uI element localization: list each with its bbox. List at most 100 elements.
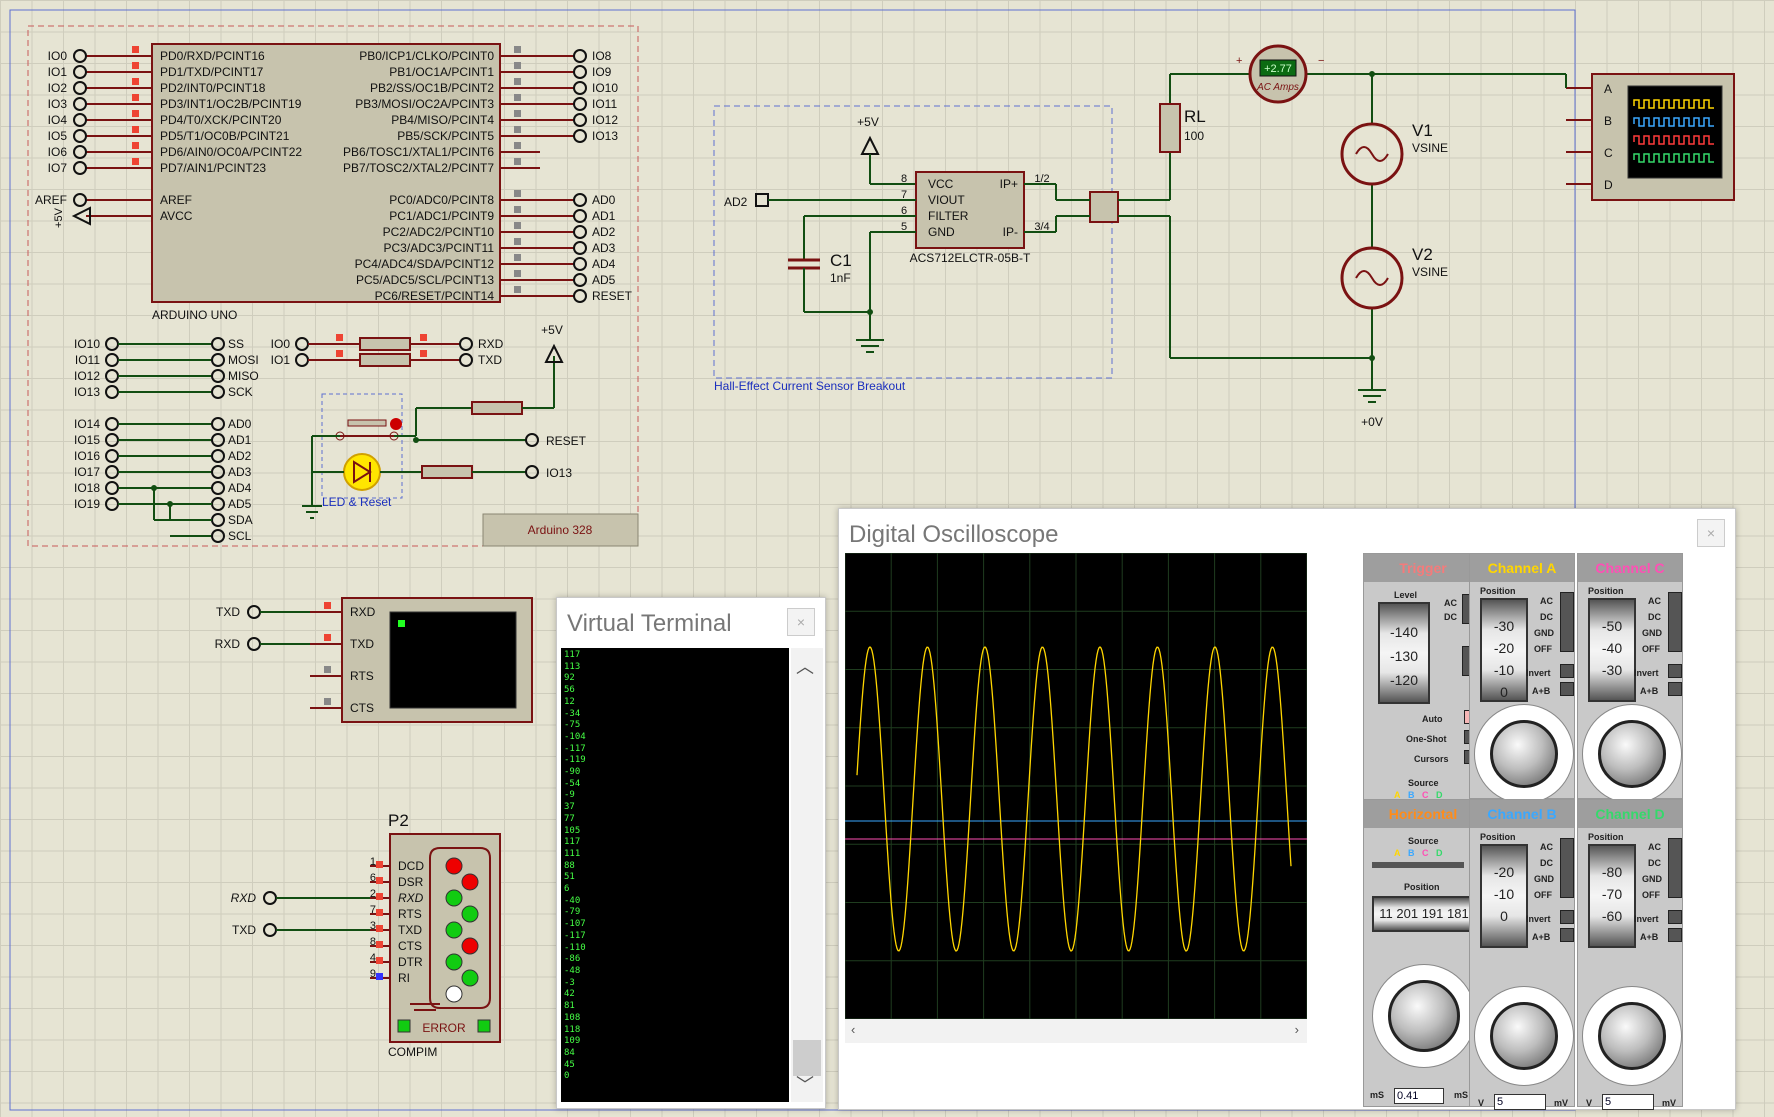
horizontal-timebase-value: 0.41 bbox=[1394, 1088, 1444, 1104]
arduino-left-pin-marker bbox=[132, 158, 139, 165]
sensor-pin-number: 6 bbox=[901, 205, 907, 217]
compim-name: P2 bbox=[388, 811, 409, 830]
channel-b-aplusb-label: A+B bbox=[1532, 932, 1551, 942]
terminal-line: 42 bbox=[564, 989, 575, 1000]
oscilloscope-display[interactable] bbox=[844, 552, 1308, 1020]
horizontal-source-slider[interactable] bbox=[1372, 862, 1464, 868]
scroll-up-icon[interactable]: ︿ bbox=[796, 657, 814, 677]
oscilloscope-symbol-trace bbox=[1633, 153, 1714, 163]
compim-pin-number: 7 bbox=[370, 904, 376, 916]
channel-c-title: Channel C bbox=[1578, 554, 1682, 582]
horizontal-timebase-knob[interactable] bbox=[1388, 980, 1460, 1052]
channel-a-aplusb-button[interactable] bbox=[1560, 682, 1574, 696]
channel-a-coupling-switch[interactable] bbox=[1560, 592, 1574, 652]
terminal-cursor bbox=[398, 620, 405, 627]
oscilloscope-hscrollbar[interactable]: ‹ › bbox=[845, 1019, 1307, 1043]
arduino-right-pin-terminal-c bbox=[573, 225, 587, 239]
trigger-level-label: Level bbox=[1394, 590, 1418, 600]
oscilloscope-window[interactable]: Digital Oscilloscope × ‹ › Trigger Level… bbox=[838, 508, 1736, 1110]
channel-d-title: Channel D bbox=[1578, 800, 1682, 828]
channel-d-volts-knob[interactable] bbox=[1598, 1002, 1666, 1070]
terminal-circle bbox=[105, 449, 119, 463]
spi-right-label: MOSI bbox=[228, 353, 259, 367]
oscilloscope-symbol-trace bbox=[1633, 99, 1714, 109]
channel-b-invert-button[interactable] bbox=[1560, 910, 1574, 924]
avcc-power-arrow bbox=[71, 206, 91, 226]
channel-d-unit-left: V bbox=[1586, 1098, 1593, 1108]
arduino-left-pin-terminal bbox=[73, 113, 87, 127]
rl-name: RL bbox=[1184, 107, 1206, 126]
arduino-right-pin-terminal-c bbox=[573, 257, 587, 271]
channel-c-invert-button[interactable] bbox=[1668, 664, 1682, 678]
compim-error-label: ERROR bbox=[422, 1021, 466, 1035]
trigger-level-drum[interactable]: -140 -130 -120 bbox=[1378, 602, 1430, 704]
arduino-right-pin-terminal-c bbox=[573, 241, 587, 255]
channel-d-position-drum[interactable]: -80-70-60 bbox=[1588, 844, 1636, 948]
pin-marker bbox=[324, 666, 331, 673]
channel-b-aplusb-button[interactable] bbox=[1560, 928, 1574, 942]
sensor-plus5v-label: +5V bbox=[857, 115, 879, 129]
channel-d-invert-button[interactable] bbox=[1668, 910, 1682, 924]
oscilloscope-close-button[interactable]: × bbox=[1697, 519, 1725, 547]
terminal-close-button[interactable]: × bbox=[787, 608, 815, 636]
terminal-circle bbox=[105, 385, 119, 399]
channel-b-volts-knob[interactable] bbox=[1490, 1002, 1558, 1070]
channel-c-aplusb-button[interactable] bbox=[1668, 682, 1682, 696]
arduino-left-pin-marker bbox=[132, 46, 139, 53]
analog-left-label: IO16 bbox=[74, 449, 100, 463]
channel-b-coupling-switch[interactable] bbox=[1560, 838, 1574, 898]
trigger-source-c: C bbox=[1422, 790, 1429, 800]
arduino-left-pin-marker bbox=[132, 62, 139, 69]
terminal-scrollbar[interactable]: ︿ ﹀ bbox=[791, 648, 823, 1102]
arduino-right-pin-name: PB3/MOSI/OC2A/PCINT3 bbox=[355, 97, 494, 111]
arduino-left-pin-terminal bbox=[73, 145, 87, 159]
analog-right-label: AD5 bbox=[228, 497, 252, 511]
terminal-circle bbox=[211, 385, 225, 399]
scroll-left-icon[interactable]: ‹ bbox=[851, 1022, 856, 1037]
terminal-pin-name: RXD bbox=[350, 605, 376, 619]
sensor-pin-name: VIOUT bbox=[928, 193, 965, 207]
analog-right-label: AD1 bbox=[228, 433, 252, 447]
channel-a-invert-button[interactable] bbox=[1560, 664, 1574, 678]
terminal-circle bbox=[525, 433, 539, 447]
pin-marker bbox=[376, 973, 383, 980]
scroll-down-icon[interactable]: ﹀ bbox=[796, 1075, 814, 1095]
arduino-left-pin-label: IO2 bbox=[48, 81, 68, 95]
terminal-line: -104 bbox=[564, 731, 586, 742]
arduino-right-pin-name: PB2/SS/OC1B/PCINT2 bbox=[370, 81, 494, 95]
channel-a-volts-knob[interactable] bbox=[1490, 720, 1558, 788]
channel-d-coupling-switch[interactable] bbox=[1668, 838, 1682, 898]
analog-left-label: IO19 bbox=[74, 497, 100, 511]
terminal-line: -119 bbox=[564, 755, 586, 766]
horizontal-position-drum[interactable]: 11 201 191 181 bbox=[1372, 896, 1476, 932]
compim-pin-number: 8 bbox=[370, 936, 376, 948]
trigger-drum-val-1: -140 bbox=[1389, 624, 1419, 640]
osc-channel-a-trace bbox=[856, 646, 1292, 952]
arduino-right-pin-marker-c bbox=[514, 238, 521, 245]
arduino-left-pin-terminal bbox=[73, 161, 87, 175]
arduino-left-pin-name: PD5/T1/OC0B/PCINT21 bbox=[160, 129, 290, 143]
arduino-left-pin-name: PD7/AIN1/PCINT23 bbox=[160, 161, 266, 175]
channel-d-aplusb-button[interactable] bbox=[1668, 928, 1682, 942]
terminal-line: -48 bbox=[564, 965, 581, 976]
trigger-cursors-label: Cursors bbox=[1414, 754, 1449, 764]
channel-d-unit-right: mV bbox=[1662, 1098, 1677, 1108]
arduino-left-pin-name: PD3/INT1/OC2B/PCINT19 bbox=[160, 97, 302, 111]
arduino-right-pin-terminal bbox=[573, 49, 587, 63]
channel-c-volts-knob[interactable] bbox=[1598, 720, 1666, 788]
scroll-right-icon[interactable]: › bbox=[1294, 1022, 1299, 1037]
terminal-line: 77 bbox=[564, 813, 575, 824]
ammeter-unit: AC Amps bbox=[1256, 82, 1299, 93]
terminal-pin-name: RTS bbox=[350, 669, 374, 683]
channel-c-position-drum[interactable]: -50-40-30 bbox=[1588, 598, 1636, 702]
terminal-line: -54 bbox=[564, 778, 581, 789]
channel-c-coupling-gnd: GND bbox=[1642, 628, 1662, 638]
scroll-thumb[interactable] bbox=[793, 1040, 821, 1076]
channel-c-coupling-switch[interactable] bbox=[1668, 592, 1682, 652]
